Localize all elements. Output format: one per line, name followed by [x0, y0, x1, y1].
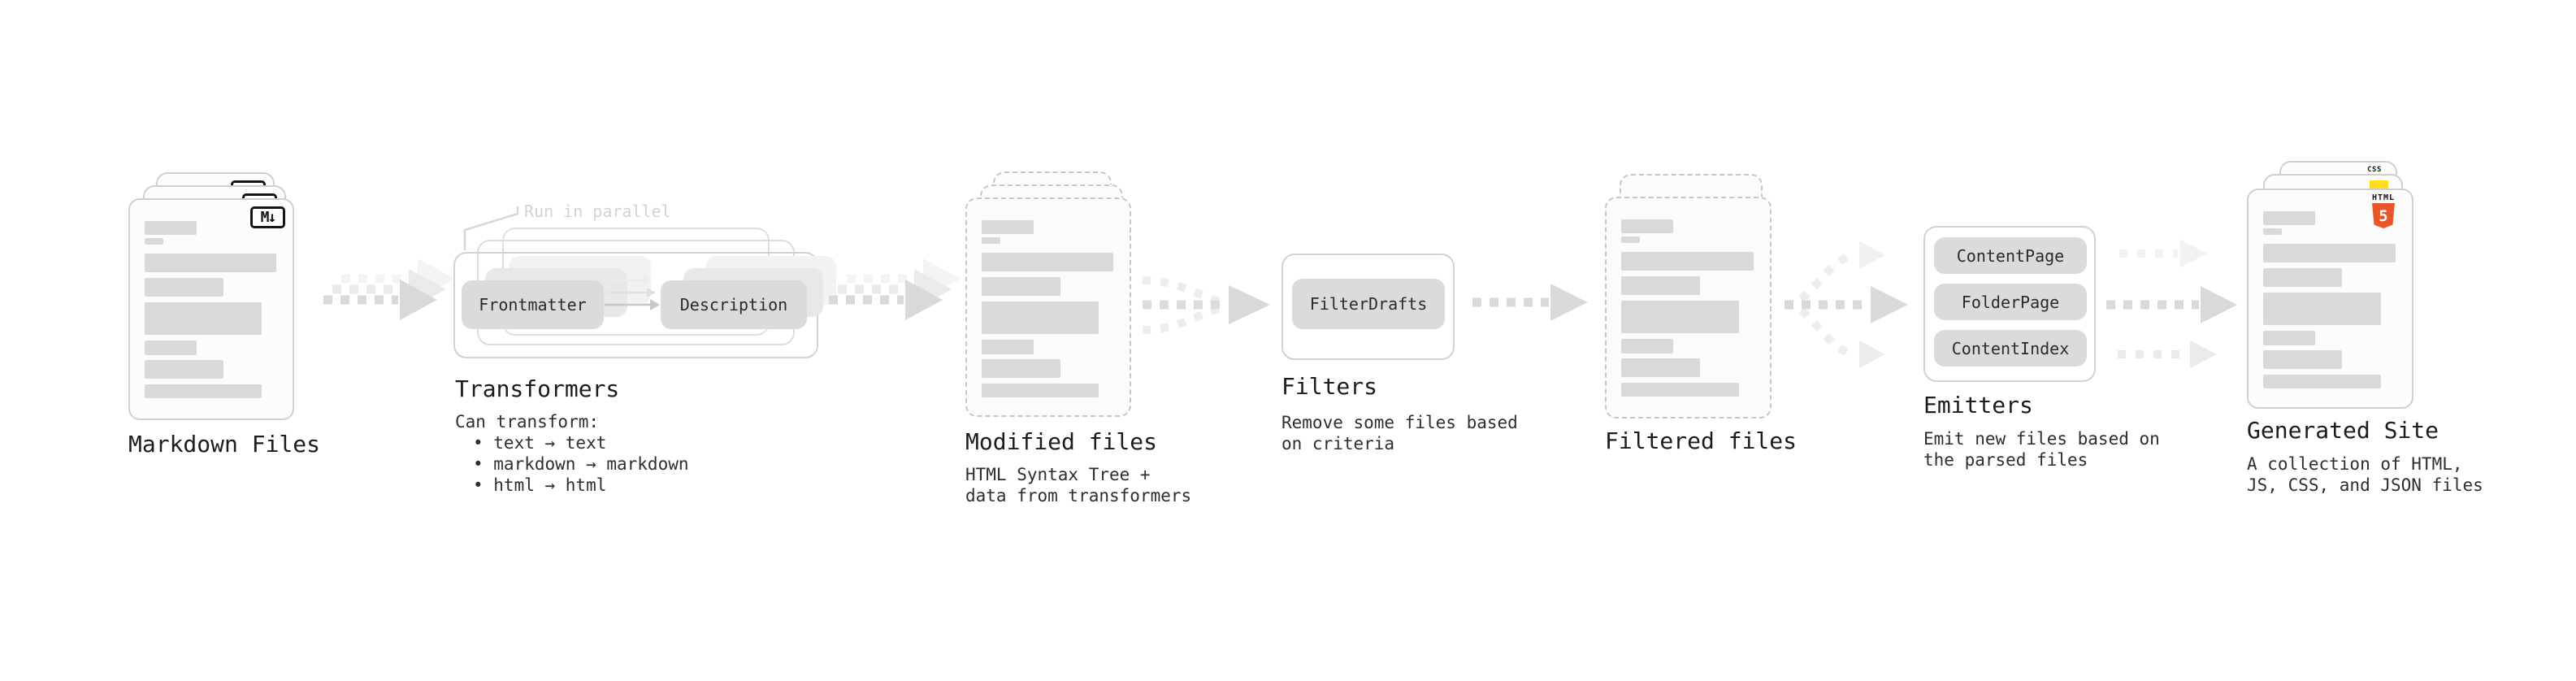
markdown-icon: M↓	[250, 206, 285, 228]
generated-site-description: A collection of HTML, JS, CSS, and JSON …	[2247, 454, 2483, 495]
emitter-pill-contentpage: ContentPage	[1934, 237, 2087, 274]
generated-site-title: Generated Site	[2247, 417, 2439, 444]
transformers-title: Transformers	[455, 375, 620, 402]
parallel-note-leader-line	[463, 206, 519, 250]
transformers-bullet: • html → html	[473, 475, 607, 495]
transformer-internal-arrows	[605, 276, 660, 310]
emitters-box	[1923, 226, 2096, 382]
html5-icon: HTML 5	[2364, 193, 2403, 228]
emitters-description: Emit new files based on the parsed files	[1923, 429, 2160, 470]
transformer-pill-description: Description	[661, 280, 807, 329]
transformers-bullet: • markdown → markdown	[473, 454, 689, 474]
filters-description: Remove some files based on criteria	[1281, 413, 1518, 453]
modified-files-description: HTML Syntax Tree + data from transformer…	[965, 465, 1192, 505]
transformers-desc-heading: Can transform:	[455, 412, 600, 432]
arrow-filtered-to-emitters	[1784, 241, 1908, 368]
emitter-pill-folderpage: FolderPage	[1934, 284, 2087, 320]
markdown-files-title: Markdown Files	[128, 431, 321, 458]
modified-file-card-front	[965, 197, 1131, 417]
generated-file-card-html: HTML 5	[2247, 189, 2413, 409]
filter-pill-filterdrafts: FilterDrafts	[1292, 279, 1445, 329]
file-content-placeholder	[2249, 190, 2412, 388]
arrow-markdown-to-transformers	[323, 258, 455, 320]
stage-markdown-files: M↓ M↓ M↓	[128, 172, 323, 424]
filters-title: Filters	[1281, 373, 1378, 400]
emitter-pill-contentindex: ContentIndex	[1934, 330, 2087, 367]
arrow-modified-to-filters	[1142, 276, 1270, 334]
html5-icon-number: 5	[2379, 206, 2388, 225]
run-in-parallel-note: Run in parallel	[524, 202, 671, 221]
markdown-file-card-front: M↓	[128, 198, 294, 420]
filtered-files-title: Filtered files	[1605, 427, 1798, 454]
css-icon-label: CSS	[2367, 166, 2382, 174]
file-content-placeholder	[967, 199, 1130, 397]
stage-modified-files	[965, 171, 1160, 423]
stage-filtered-files	[1605, 174, 1800, 426]
filters-box	[1281, 254, 1455, 360]
html5-icon-word: HTML	[2371, 193, 2396, 202]
transformers-bullet: • text → text	[473, 433, 607, 453]
file-content-placeholder	[1607, 198, 1770, 397]
arrow-filters-to-filtered	[1472, 284, 1588, 321]
transformer-pill-frontmatter: Frontmatter	[462, 280, 604, 329]
emitters-title: Emitters	[1923, 392, 2033, 419]
javascript-icon	[2370, 180, 2388, 190]
stage-generated-site: CSS HTML 5	[2247, 161, 2442, 421]
arrow-transformers-to-modified	[829, 258, 961, 320]
filtered-file-card-front	[1605, 197, 1772, 419]
transformers-description: Can transform: • text → text • markdown …	[455, 411, 689, 496]
file-content-placeholder	[130, 200, 293, 398]
arrow-emitters-to-generated	[2106, 240, 2237, 368]
html5-icon-shield: 5	[2372, 203, 2395, 228]
modified-files-title: Modified files	[965, 428, 1158, 455]
